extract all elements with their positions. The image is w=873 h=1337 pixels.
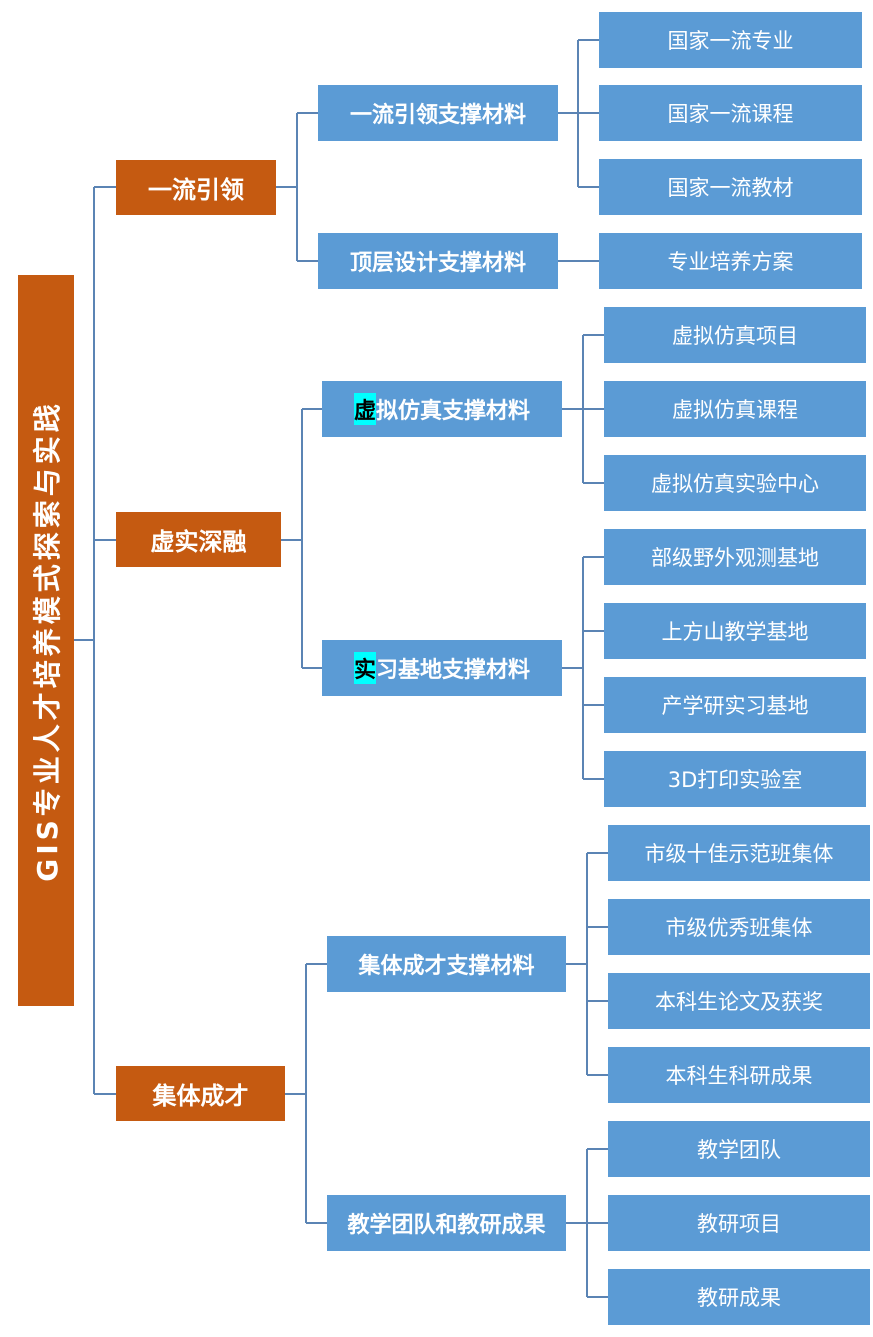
root-node: GIS专业人才培养模式探索与实践 (18, 275, 74, 1006)
connector-root-categories (74, 186, 116, 1095)
item-label: 虚拟仿真项目 (672, 324, 798, 348)
group-label: 教学团队和教研成果 (347, 1213, 546, 1238)
item-node: 市级优秀班集体 (608, 899, 870, 955)
category-node: 虚实深融 (116, 512, 281, 567)
item-node: 国家一流课程 (599, 85, 862, 141)
item-node: 国家一流专业 (599, 12, 862, 68)
item-label: 市级十佳示范班集体 (644, 842, 834, 866)
connector-cat1-groups (276, 112, 318, 262)
item-label: 市级优秀班集体 (665, 916, 813, 940)
group-highlight: 实 (353, 652, 376, 684)
group-label: 集体成才支撑材料 (358, 954, 535, 979)
item-node: 教研项目 (608, 1195, 870, 1251)
connector-group6-items (566, 1148, 608, 1298)
group-node: 实习基地支撑材料 (322, 640, 562, 696)
item-label: 产学研实习基地 (661, 694, 809, 718)
connector-cat2-groups (281, 408, 322, 669)
item-node: 产学研实习基地 (604, 677, 866, 733)
category-node: 一流引领 (116, 160, 276, 215)
item-node: 虚拟仿真课程 (604, 381, 866, 437)
item-node: 上方山教学基地 (604, 603, 866, 659)
category-label: 虚实深融 (150, 528, 247, 556)
item-label: 教学团队 (697, 1138, 781, 1162)
category-label: 一流引领 (148, 176, 244, 204)
connector-group3-items (562, 334, 604, 484)
item-label: 国家一流专业 (667, 29, 794, 53)
connector-group1-items (558, 39, 599, 188)
group-label: 拟仿真支撑材料 (376, 399, 531, 424)
item-label: 专业培养方案 (667, 250, 794, 274)
group-node: 顶层设计支撑材料 (318, 233, 558, 289)
category-node: 集体成才 (116, 1066, 285, 1121)
item-label: 教研项目 (697, 1212, 781, 1236)
item-label: 教研成果 (697, 1286, 781, 1310)
item-node: 教学团队 (608, 1121, 870, 1177)
item-label: 国家一流课程 (667, 102, 794, 126)
item-node: 虚拟仿真项目 (604, 307, 866, 363)
group-label: 习基地支撑材料 (376, 658, 531, 683)
item-node: 虚拟仿真实验中心 (604, 455, 866, 511)
group-label: 顶层设计支撑材料 (349, 251, 526, 276)
item-label: 本科生论文及获奖 (655, 990, 823, 1014)
item-label: 3D打印实验室 (667, 768, 803, 792)
item-label: 虚拟仿真课程 (672, 398, 798, 422)
group-label: 一流引领支撑材料 (349, 103, 526, 128)
connector-group4-items (562, 556, 604, 780)
group-node: 一流引领支撑材料 (318, 85, 558, 141)
item-node: 教研成果 (608, 1269, 870, 1325)
group-node: 教学团队和教研成果 (327, 1195, 566, 1251)
item-label: 上方山教学基地 (661, 620, 809, 644)
root-label: GIS专业人才培养模式探索与实践 (31, 399, 65, 882)
item-label: 虚拟仿真实验中心 (651, 472, 819, 496)
item-node: 本科生科研成果 (608, 1047, 870, 1103)
connector-cat3-groups (285, 963, 327, 1224)
item-node: 国家一流教材 (599, 159, 862, 215)
item-label: 部级野外观测基地 (651, 546, 819, 570)
item-node: 3D打印实验室 (604, 751, 866, 807)
item-node: 部级野外观测基地 (604, 529, 866, 585)
item-label: 本科生科研成果 (665, 1064, 813, 1088)
connector-group5-items (566, 852, 608, 1076)
group-node: 虚拟仿真支撑材料 (322, 381, 562, 437)
category-label: 集体成才 (152, 1082, 249, 1110)
group-highlight: 虚 (353, 393, 376, 425)
item-node: 专业培养方案 (599, 233, 862, 289)
item-node: 本科生论文及获奖 (608, 973, 870, 1029)
item-node: 市级十佳示范班集体 (608, 825, 870, 881)
item-label: 国家一流教材 (667, 176, 794, 200)
group-node: 集体成才支撑材料 (327, 936, 566, 992)
